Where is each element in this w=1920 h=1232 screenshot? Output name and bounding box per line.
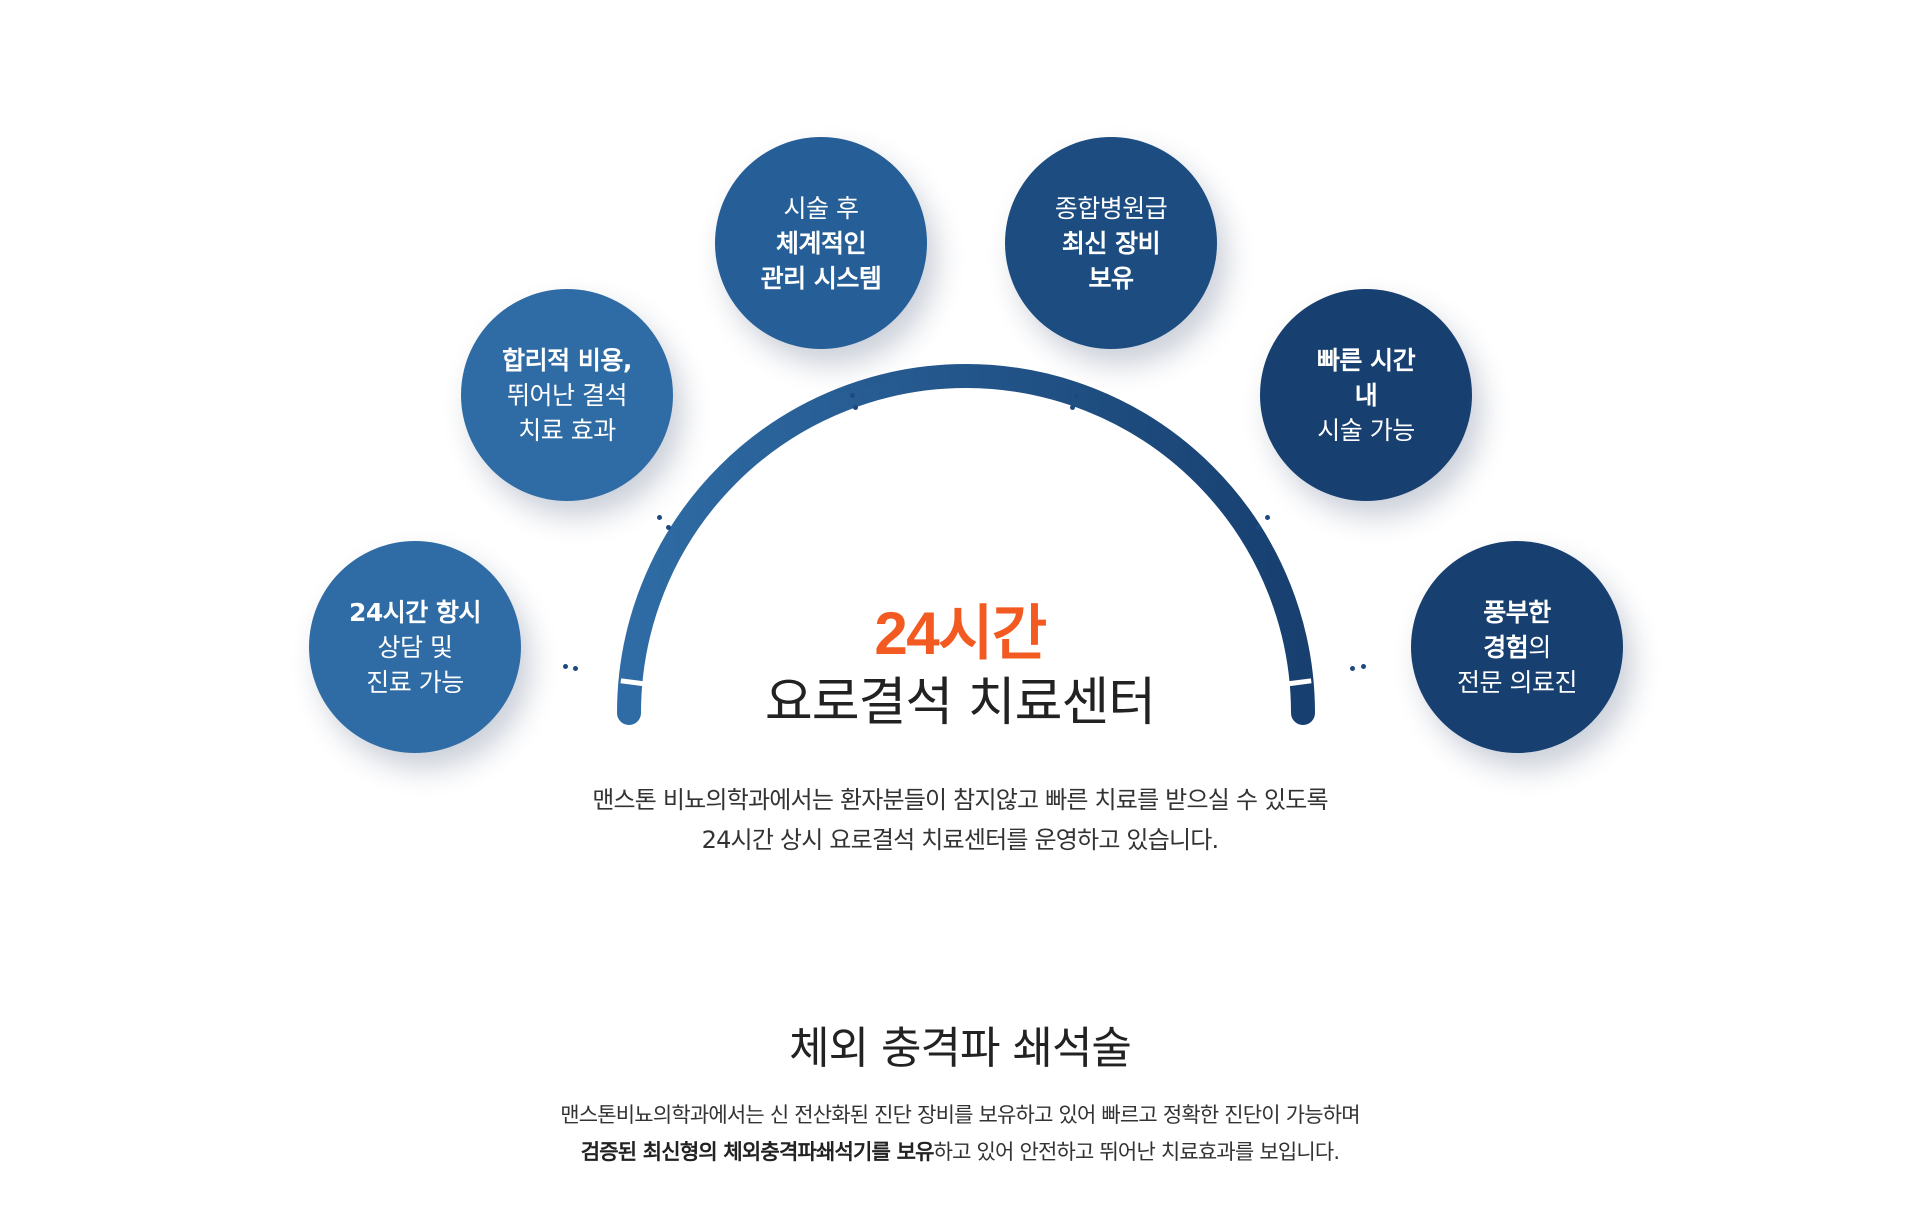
feature-fast-procedure: 빠른 시간 내 시술 가능 (1260, 289, 1472, 501)
gauge-separator (1053, 442, 1063, 469)
gauge-separator (620, 678, 654, 688)
feature-experienced-staff: 풍부한 경험의 전문 의료진 (1411, 541, 1623, 753)
feature-line: 뛰어난 결석 (507, 380, 627, 410)
feature-24h-consultation: 24시간 항시 상담 및 진료 가능 (309, 541, 521, 753)
center-title: 요로결석 치료센터 (764, 673, 1156, 733)
feature-line: 보유 (1088, 263, 1134, 293)
feature-line: 상담 및 (377, 632, 453, 662)
feature-line: 빠른 시간 (1316, 345, 1416, 375)
feature-line: 진료 가능 (366, 667, 464, 697)
connector-dots (657, 515, 677, 535)
connector-dots (1068, 393, 1088, 413)
feature-management-system: 시술 후 체계적인 관리 시스템 (715, 137, 927, 349)
connector-dots (1350, 660, 1370, 680)
feature-line: 경험의 (1483, 632, 1551, 662)
feature-latest-equipment: 종합병원급 최신 장비 보유 (1005, 137, 1217, 349)
feature-line: 전문 의료진 (1457, 667, 1577, 697)
feature-line: 합리적 비용, (502, 345, 632, 375)
connector-dots (1256, 515, 1276, 535)
feature-line: 시술 가능 (1317, 415, 1415, 445)
intro-line: 24시간 상시 요로결석 치료센터를 운영하고 있습니다. (701, 826, 1220, 854)
connector-dots (847, 393, 867, 413)
intro-line: 맨스톤 비뇨의학과에서는 환자분들이 참지않고 빠른 치료를 받으실 수 있도록 (592, 786, 1328, 814)
feature-line: 관리 시스템 (760, 263, 882, 293)
feature-line: 체계적인 (775, 228, 867, 258)
feature-line: 최신 장비 (1061, 228, 1161, 258)
center-highlight: 24시간 (874, 600, 1047, 667)
gauge-separator (698, 550, 722, 571)
feature-line: 24시간 항시 (349, 597, 482, 627)
feature-line: 종합병원급 (1054, 193, 1168, 223)
section-line: 검증된 최신형의 체외충격파쇄석기를 보유하고 있어 안전하고 뛰어난 치료효과… (580, 1140, 1340, 1164)
gauge-separators (620, 442, 1312, 688)
feature-line: 내 (1354, 380, 1378, 410)
feature-reasonable-cost: 합리적 비용, 뛰어난 결석 치료 효과 (461, 289, 673, 501)
gauge-arc (617, 364, 1315, 725)
section-line: 맨스톤비뇨의학과에서는 신 전산화된 진단 장비를 보유하고 있어 빠르고 정확… (560, 1103, 1360, 1127)
gauge-separator (1278, 678, 1312, 688)
feature-line: 시술 후 (783, 193, 859, 223)
connector-dots (563, 660, 583, 680)
gauge-separator (1210, 550, 1234, 571)
intro-text: 맨스톤 비뇨의학과에서는 환자분들이 참지않고 빠른 치료를 받으실 수 있도록… (0, 780, 1920, 860)
feature-line: 치료 효과 (518, 415, 616, 445)
section-title: 체외 충격파 쇄석술 (789, 1023, 1132, 1074)
gauge-separator (869, 442, 879, 469)
section-body: 맨스톤비뇨의학과에서는 신 전산화된 진단 장비를 보유하고 있어 빠르고 정확… (0, 1097, 1920, 1171)
feature-line: 풍부한 (1483, 597, 1551, 627)
